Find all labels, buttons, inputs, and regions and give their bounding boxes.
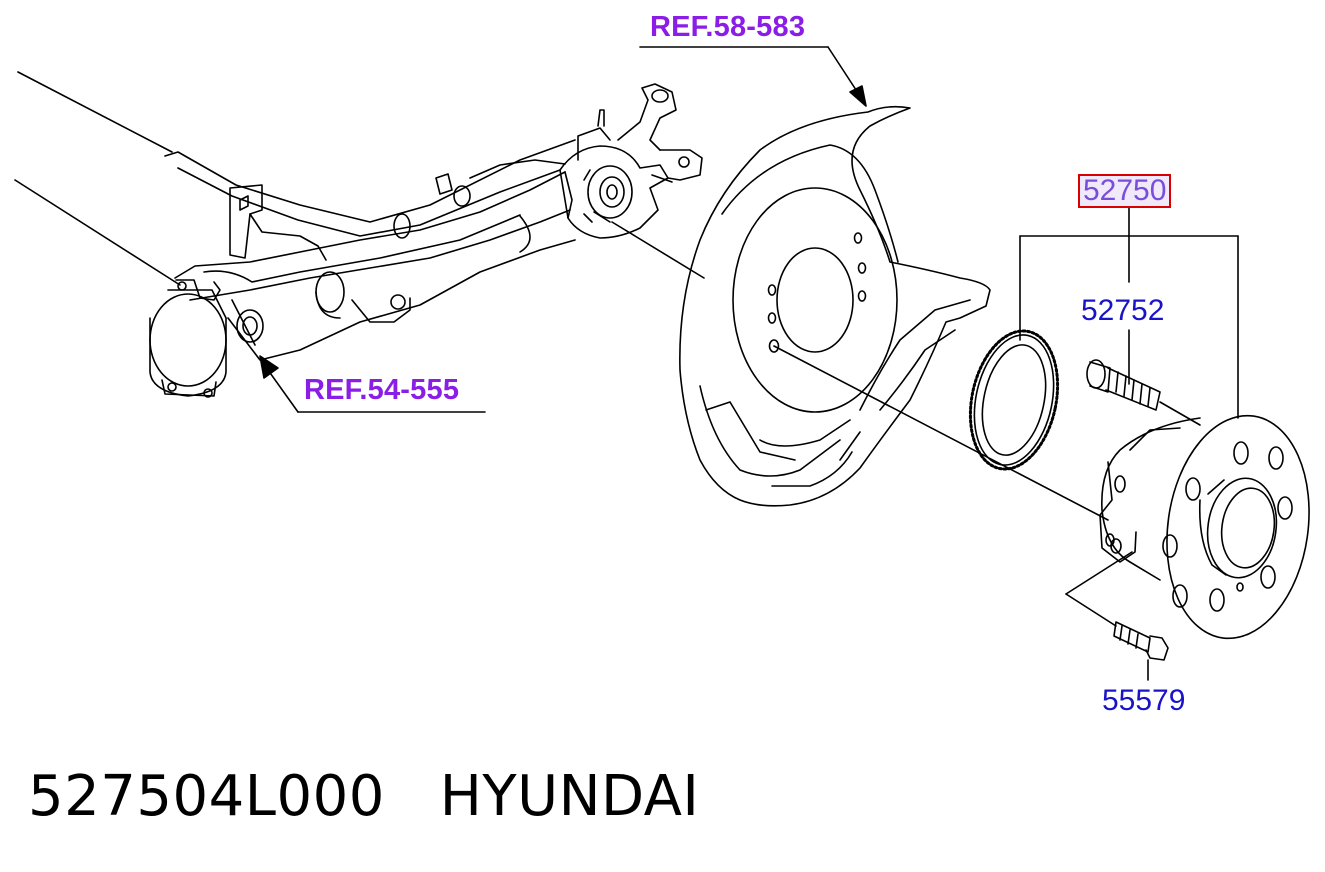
ref-label-58-583[interactable]: REF.58-583 xyxy=(650,11,806,43)
part-label-55579[interactable]: 55579 xyxy=(1102,684,1186,717)
part-label-52750-selected[interactable]: 52750 xyxy=(1078,174,1172,208)
caption-brand: HYUNDAI xyxy=(439,764,700,829)
mounting-bolt-drawing xyxy=(1065,593,1169,681)
dust-cover-drawing xyxy=(679,105,1109,521)
callout-lines xyxy=(259,46,1239,419)
hub-bolt-drawing xyxy=(1086,359,1201,426)
part-label-52752[interactable]: 52752 xyxy=(1081,294,1165,327)
caption: 527504L000 HYUNDAI xyxy=(28,764,699,829)
tone-ring-drawing xyxy=(968,329,1060,471)
wheel-hub-drawing xyxy=(1065,414,1310,640)
axle-beam-drawing xyxy=(14,71,705,398)
caption-part-number: 527504L000 xyxy=(28,764,385,829)
ref-label-54-555[interactable]: REF.54-555 xyxy=(304,374,460,406)
